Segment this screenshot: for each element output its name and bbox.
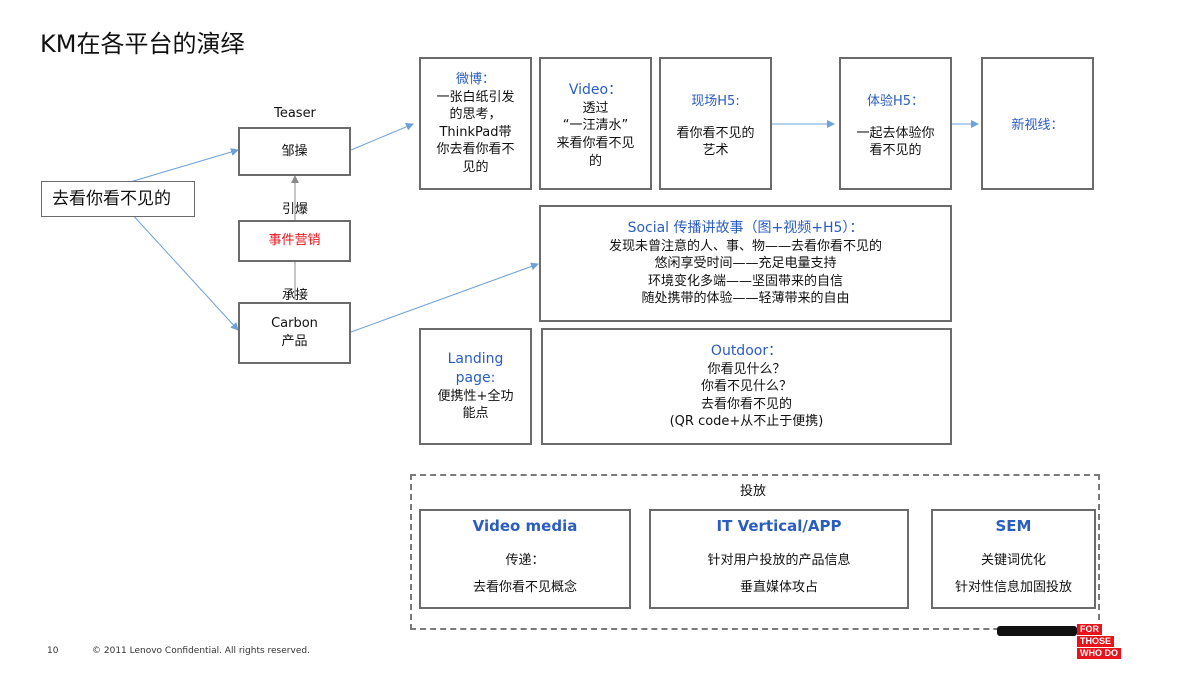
- video-line: 来看你看不见: [556, 135, 635, 151]
- outdoor-title: Outdoor：: [710, 342, 783, 359]
- video-box: Video： 透过 “一汪清水” 来看你看不见 的: [539, 57, 652, 190]
- main-message-text: 去看你看不见的: [52, 188, 171, 209]
- social-line: 随处携带的体验——轻薄带来的自由: [641, 291, 850, 307]
- it-vertical-line2: 垂直媒体攻占: [739, 580, 818, 596]
- weibo-line: 的思考，: [449, 107, 502, 123]
- arrow-teaser-to-weibo: [350, 123, 414, 151]
- weibo-box: 微博： 一张白纸引发 的思考， ThinkPad带 你去看你看不 见的: [419, 57, 532, 190]
- arrow-main-to-carbon: [129, 211, 239, 331]
- weibo-line: 一张白纸引发: [436, 89, 515, 105]
- landing-title: Landing page:: [447, 351, 504, 386]
- tiyan-line: 看不见的: [869, 143, 922, 159]
- page-title: KM在各平台的演绎: [40, 30, 245, 58]
- tiyan-line: 一起去体验你: [856, 125, 935, 141]
- social-line: 发现未曾注意的人、事、物——去看你看不见的: [608, 238, 882, 254]
- video-line: “一汪清水”: [562, 118, 629, 134]
- outdoor-line: (QR code+从不止于便携): [669, 414, 824, 430]
- outdoor-line: 你看不见什么？: [700, 379, 792, 395]
- xinshixian-box: 新视线：: [981, 57, 1094, 190]
- video-line: 透过: [582, 100, 609, 116]
- sem-line2: 针对性信息加固投放: [954, 580, 1072, 596]
- logo-tag-those: THOSE: [1077, 636, 1115, 647]
- toufang-label: 投放: [739, 484, 766, 499]
- xianchang-line: 看你看不见的: [676, 125, 755, 141]
- sem-line1: 关键词优化: [980, 552, 1046, 568]
- video-title: Video：: [568, 82, 623, 98]
- lenovo-logo: FOR THOSE WHO DO: [997, 620, 1145, 660]
- teaser-label: Teaser: [274, 106, 316, 121]
- it-vertical-title: IT Vertical/APP: [716, 517, 842, 536]
- it-vertical-line1: 针对用户投放的产品信息: [707, 552, 851, 568]
- weibo-line: ThinkPad带: [439, 124, 512, 140]
- page-number: 10: [47, 646, 59, 656]
- landing-page-box: Landing page: 便携性+全功 能点: [419, 328, 532, 445]
- social-box: Social 传播讲故事（图+视频+H5）： 发现未曾注意的人、事、物——去看你…: [539, 205, 952, 322]
- video-media-line2: 去看你看不见概念: [472, 580, 577, 596]
- xianchang-title: 现场H5:: [691, 94, 740, 109]
- landing-line: 便携性+全功: [437, 388, 514, 404]
- carbon-box-line1: Carbon: [271, 316, 318, 332]
- social-line: 环境变化多端——坚固带来的自信: [647, 273, 843, 289]
- teaser-box-text: 邹操: [281, 143, 308, 159]
- toufang-group: [410, 474, 1100, 630]
- sem-box: SEM 关键词优化 针对性信息加固投放: [931, 509, 1096, 609]
- arrow-main-to-teaser: [129, 148, 239, 183]
- logo-tag-who-do: WHO DO: [1077, 648, 1121, 659]
- weibo-title: 微博：: [455, 72, 495, 87]
- video-media-line1: 传递：: [505, 552, 545, 568]
- video-media-title: Video media: [472, 517, 578, 536]
- tiyan-h5-box: 体验H5： 一起去体验你 看不见的: [839, 57, 952, 190]
- weibo-line: 你去看你看不: [436, 142, 515, 158]
- outdoor-line: 你看见什么？: [707, 361, 786, 377]
- arrow-carbon-to-social: [350, 262, 539, 333]
- chengjie-label: 承接: [281, 288, 308, 303]
- teaser-box: 邹操: [238, 127, 351, 176]
- xinshixian-title: 新视线：: [1011, 118, 1064, 133]
- xianchang-line: 艺术: [702, 143, 729, 159]
- social-line: 悠闲享受时间——充足电量支持: [654, 256, 837, 272]
- landing-line: 能点: [462, 406, 489, 422]
- carbon-product-box: Carbon 产品: [238, 302, 351, 364]
- social-title: Social 传播讲故事（图+视频+H5）：: [627, 219, 864, 236]
- sem-title: SEM: [995, 517, 1032, 536]
- video-media-box: Video media 传递： 去看你看不见概念: [419, 509, 631, 609]
- carbon-box-line2: 产品: [281, 334, 308, 349]
- xianchang-h5-box: 现场H5: 看你看不见的 艺术: [659, 57, 772, 190]
- main-message-box: 去看你看不见的: [41, 181, 195, 217]
- weibo-line: 见的: [462, 159, 489, 175]
- tiyan-title: 体验H5：: [866, 94, 925, 109]
- outdoor-box: Outdoor： 你看见什么？ 你看不见什么？ 去看你看不见的 (QR code…: [541, 328, 952, 445]
- event-marketing-text: 事件营销: [268, 233, 321, 249]
- outdoor-line: 去看你看不见的: [700, 396, 792, 412]
- yinbao-label: 引爆: [281, 202, 308, 217]
- event-marketing-box: 事件营销: [238, 220, 351, 262]
- logo-tag-for: FOR: [1077, 624, 1102, 635]
- it-vertical-box: IT Vertical/APP 针对用户投放的产品信息 垂直媒体攻占: [649, 509, 909, 609]
- video-line: 的: [588, 153, 602, 169]
- lenovo-wordmark-icon: [997, 626, 1077, 636]
- copyright-text: © 2011 Lenovo Confidential. All rights r…: [92, 646, 310, 656]
